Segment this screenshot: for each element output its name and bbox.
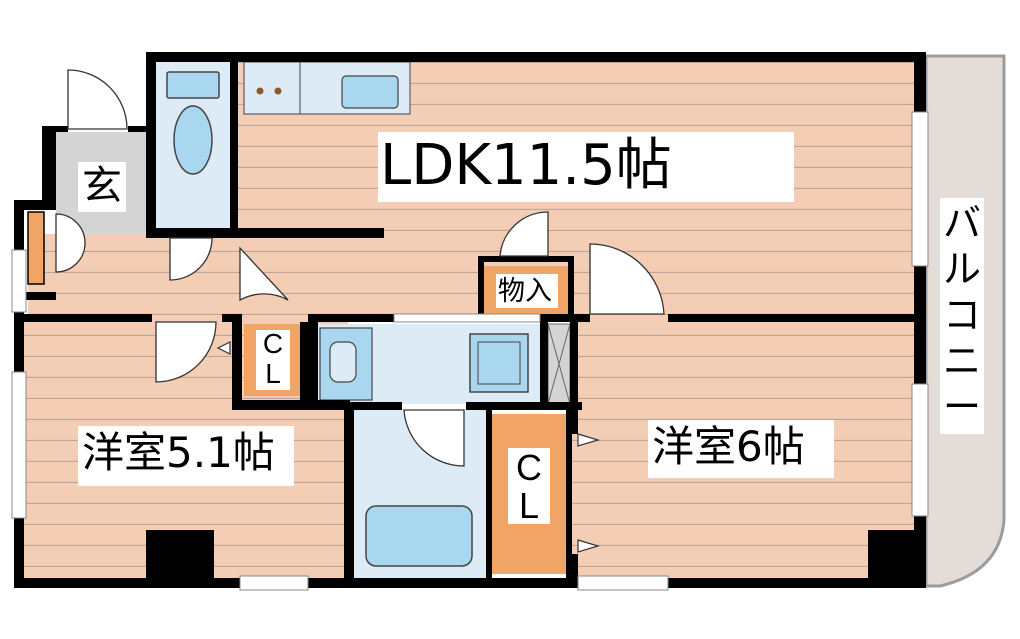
washing-machine-pan xyxy=(469,333,529,393)
room-label-closet-small: C L xyxy=(256,330,290,390)
balcony-char: ル xyxy=(942,247,981,291)
room-label-entrance: 玄 xyxy=(82,163,122,209)
door-swings xyxy=(55,69,665,467)
kitchen-sink xyxy=(341,75,399,109)
balcony-char: バ xyxy=(942,201,981,245)
closet-large-line-2: L xyxy=(518,485,540,526)
door-arrows xyxy=(216,341,601,553)
closet-small-line-2: L xyxy=(265,358,281,389)
room-label-western-right: 洋室6帖 xyxy=(652,422,805,471)
toilet-bowl xyxy=(173,105,213,175)
closet-small-line-1: C xyxy=(262,328,284,359)
room-label-ldk: LDK11.5帖 xyxy=(380,133,672,198)
toilet-tank xyxy=(166,71,220,99)
balcony-char: コ xyxy=(942,293,981,337)
balcony-char: ー xyxy=(942,385,981,429)
closet-large-line-1: C xyxy=(516,447,542,488)
bathtub xyxy=(365,505,473,567)
balcony-char: ニ xyxy=(942,339,981,383)
room-label-storage: 物入 xyxy=(498,276,552,307)
windows xyxy=(11,111,929,591)
stove-burner xyxy=(274,87,282,95)
room-label-western-left: 洋室5.1帖 xyxy=(82,428,275,477)
room-label-balcony: バ ル コ ニ ー xyxy=(940,204,984,434)
stove-burner xyxy=(256,87,264,95)
room-label-closet-large: C L xyxy=(508,450,550,526)
shoe-cabinet xyxy=(27,211,45,285)
